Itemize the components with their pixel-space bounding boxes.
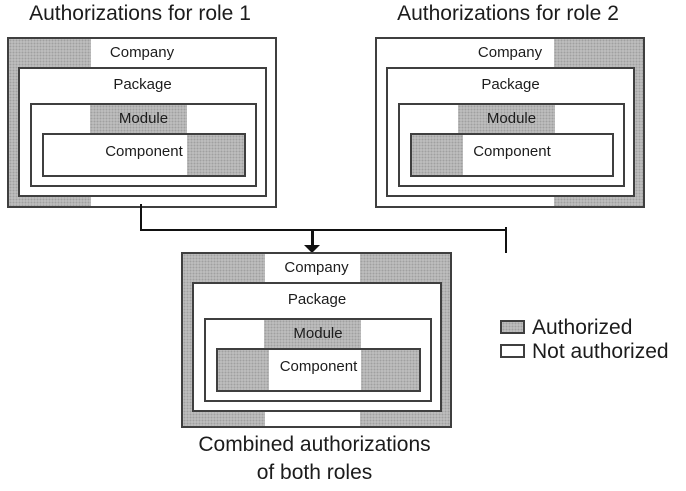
combined-caption-line2: of both roles xyxy=(256,461,373,484)
module-label: Module xyxy=(293,325,343,342)
legend-not-authorized-swatch xyxy=(500,344,525,358)
combined-component-box: Component xyxy=(216,348,421,392)
role2-component-box: Component xyxy=(410,133,614,177)
package-label: Package xyxy=(287,291,347,308)
module-label: Module xyxy=(486,110,537,127)
role1-company-box: Company Package Module Component xyxy=(7,37,277,208)
connector-arrow-stem xyxy=(311,229,314,246)
role1-component-box: Component xyxy=(42,133,246,177)
combined-component-authorized-region-left xyxy=(218,350,269,390)
role1-title: Authorizations for role 1 xyxy=(29,2,251,25)
role2-package-box: Package Module Component xyxy=(386,67,635,197)
component-label: Component xyxy=(279,358,358,375)
package-label: Package xyxy=(113,76,172,93)
component-label: Component xyxy=(105,143,183,160)
company-label: Company xyxy=(109,44,175,61)
component-label: Component xyxy=(473,143,551,160)
arrow-down-icon xyxy=(304,245,320,253)
role2-module-authorized-region xyxy=(458,105,555,133)
company-label: Company xyxy=(284,259,349,276)
role1-module-box: Module Component xyxy=(30,103,257,187)
legend-authorized-swatch xyxy=(500,320,525,334)
package-label: Package xyxy=(481,76,540,93)
role1-component-authorized-region xyxy=(187,135,244,175)
connector-horizontal-line xyxy=(140,229,507,231)
role2-module-box: Module Component xyxy=(398,103,625,187)
combined-module-box: Module Component xyxy=(204,318,432,402)
combined-package-box: Package Module Component xyxy=(192,282,442,412)
connector-role2-drop-line xyxy=(505,227,507,253)
legend-not-authorized-label: Not authorized xyxy=(532,340,669,363)
legend-authorized-label: Authorized xyxy=(532,316,633,339)
role1-package-box: Package Module Component xyxy=(18,67,267,197)
module-label: Module xyxy=(118,110,169,127)
role2-component-authorized-region xyxy=(412,135,463,175)
connector-role1-drop-line xyxy=(140,204,142,231)
role1-module-authorized-region xyxy=(90,105,187,133)
combined-component-authorized-region-right xyxy=(361,350,419,390)
company-label: Company xyxy=(477,44,543,61)
role2-company-box: Company Package Module Component xyxy=(375,37,645,208)
combined-caption-line1: Combined authorizations xyxy=(198,433,431,456)
combined-module-authorized-region xyxy=(264,320,361,348)
role2-title: Authorizations for role 2 xyxy=(397,2,619,25)
combined-company-box: Company Package Module Component xyxy=(181,252,452,428)
